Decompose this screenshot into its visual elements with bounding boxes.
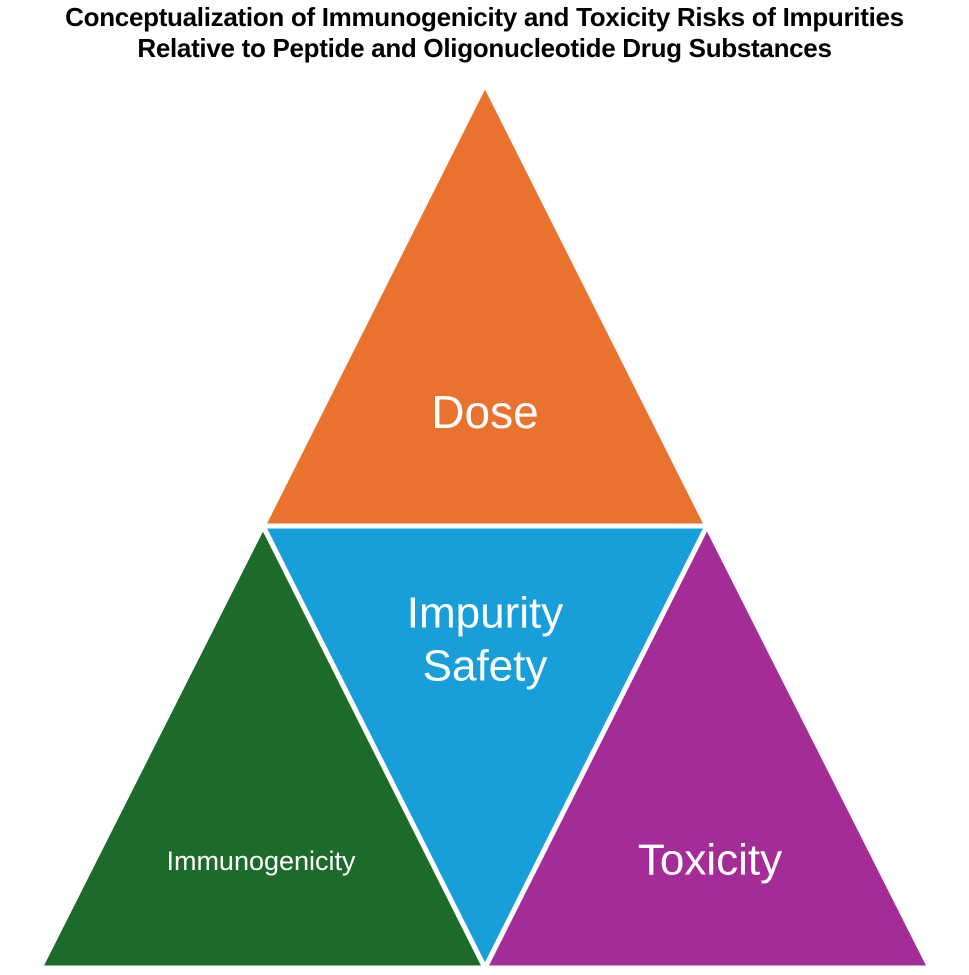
dose-triangle — [258, 78, 712, 529]
toxicity-triangle — [480, 520, 935, 971]
immunogenicity-label: Immunogenicity — [166, 846, 356, 876]
diagram-title-line-1: Conceptualization of Immunogenicity and … — [65, 2, 904, 32]
toxicity-label: Toxicity — [638, 836, 782, 885]
dose-label: Dose — [431, 386, 538, 438]
impurity-safety-label-line-1: Impurity — [407, 589, 563, 638]
pyramid-labels-group: Dose Impurity Safety Immunogenicity Toxi… — [166, 386, 782, 885]
diagram-title-line-2: Relative to Peptide and Oligonucleotide … — [137, 33, 832, 63]
impurity-safety-label-line-2: Safety — [423, 642, 548, 691]
pyramid-sections-group — [35, 78, 935, 974]
immunogenicity-triangle — [35, 520, 490, 971]
diagram-title: Conceptualization of Immunogenicity and … — [0, 2, 969, 64]
